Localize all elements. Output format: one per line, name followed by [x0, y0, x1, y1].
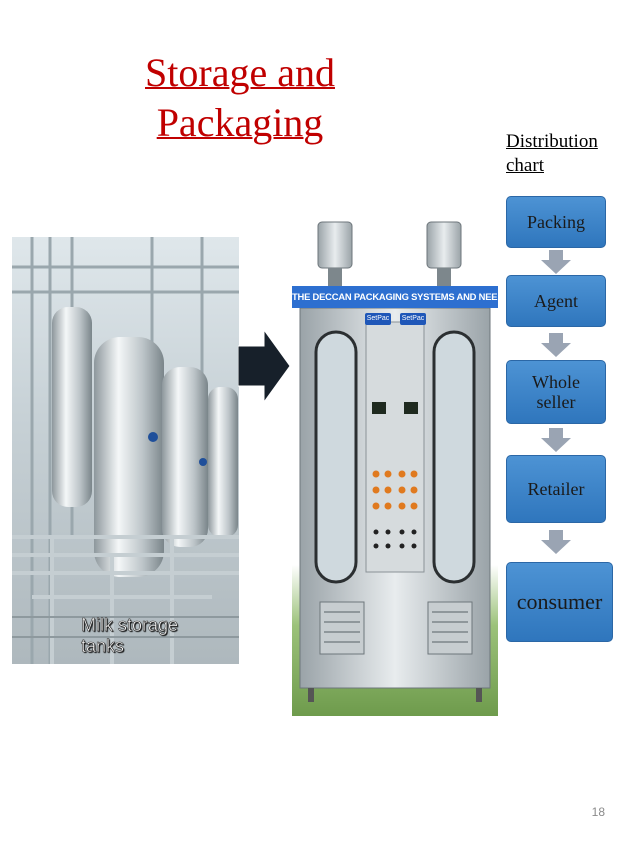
chart-step-packing: Packing [506, 196, 606, 248]
chevron-down-icon [541, 530, 571, 554]
page-number: 18 [591, 805, 605, 819]
tanks-illustration [12, 237, 239, 664]
brand-badge-right: SetPac [400, 313, 426, 325]
chart-step-label: Agent [534, 291, 578, 311]
chart-step-label: Whole [532, 372, 580, 392]
right-arrow-icon [238, 330, 290, 402]
chart-step-agent: Agent [506, 275, 606, 327]
chart-step-label: seller [536, 392, 576, 412]
distribution-chart-heading: Distribution chart [506, 130, 626, 178]
chart-step-wholeseller: Whole seller [506, 360, 606, 424]
distribution-heading-line1: Distribution [506, 131, 598, 152]
chart-step-consumer: consumer [506, 562, 613, 642]
chart-step-label: Packing [527, 212, 585, 232]
machine-illustration [299, 221, 491, 702]
slide-title: Storage and Packaging [145, 50, 335, 145]
tanks-caption: Milk storage tanks [81, 615, 231, 657]
brand-badge-left: SetPac [365, 313, 391, 325]
chevron-down-icon [541, 250, 571, 274]
tanks-caption-line1: Milk storage [81, 615, 179, 636]
machine-banner: THE DECCAN PACKAGING SYSTEMS AND NEEDS [292, 286, 498, 308]
chart-step-retailer: Retailer [506, 455, 606, 523]
chevron-down-icon [541, 333, 571, 357]
chart-step-label: Retailer [527, 479, 585, 499]
milk-storage-tanks-photo [12, 237, 239, 664]
chart-step-label: consumer [516, 589, 603, 614]
chevron-down-icon [541, 428, 571, 452]
packaging-machine-photo: THE DECCAN PACKAGING SYSTEMS AND NEEDS S… [292, 212, 498, 716]
tanks-caption-line2: tanks [81, 636, 125, 657]
distribution-heading-line2: chart [506, 155, 544, 176]
